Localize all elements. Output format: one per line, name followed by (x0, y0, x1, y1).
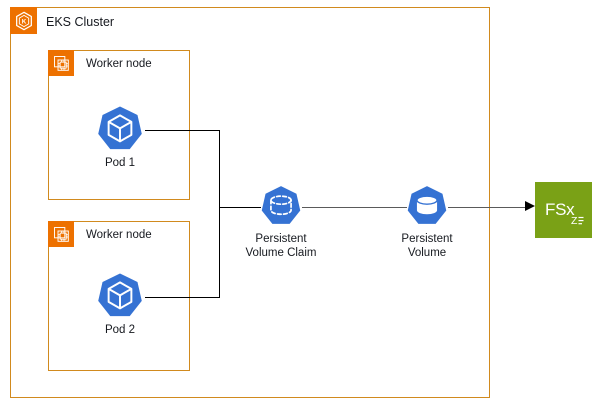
kubernetes-pod-icon (94, 104, 146, 156)
connector-pv-to-fsx (448, 206, 528, 208)
worker-node-cpu-icon (48, 50, 74, 76)
fsx-lines-icon (578, 216, 584, 225)
worker-node-1-group (48, 50, 190, 200)
aws-fsx-icon: FSx Z (535, 182, 592, 238)
fsx-wordmark: FSx (545, 200, 575, 219)
pod-2-label: Pod 2 (104, 324, 136, 336)
eks-cluster-group (10, 7, 490, 398)
pod-1-label: Pod 1 (104, 157, 136, 169)
pvc-label-line-2: Volume Claim (245, 246, 317, 259)
worker-node-cpu-icon (48, 221, 74, 247)
svg-text:K: K (21, 18, 26, 25)
connector-pvc-to-pv (302, 206, 407, 208)
kubernetes-pv-icon (404, 184, 450, 230)
pv-label-line-2: Volume (407, 246, 447, 259)
persistent-volume-label: Persistent Volume (401, 233, 452, 260)
arrowhead-icon (525, 201, 535, 212)
kubernetes-pod-icon (94, 271, 146, 323)
pvc-label-line-1: Persistent (255, 233, 307, 245)
kubernetes-pvc-icon (258, 184, 304, 230)
worker-node-2-group (48, 221, 190, 371)
eks-cluster-icon: K (10, 7, 37, 34)
connector-vertical-bus (218, 129, 221, 298)
connector-pod1-to-bus (145, 129, 220, 131)
eks-cluster-label: EKS Cluster (46, 15, 115, 29)
worker-node-1-label: Worker node (86, 58, 152, 70)
pv-label-line-1: Persistent (401, 233, 453, 245)
worker-node-2-label: Worker node (86, 229, 152, 241)
connector-pod2-to-bus (145, 296, 220, 298)
connector-bus-to-pvc (218, 206, 261, 208)
persistent-volume-claim-label: Persistent Volume Claim (246, 233, 317, 260)
fsx-sublabel: Z (571, 215, 578, 227)
